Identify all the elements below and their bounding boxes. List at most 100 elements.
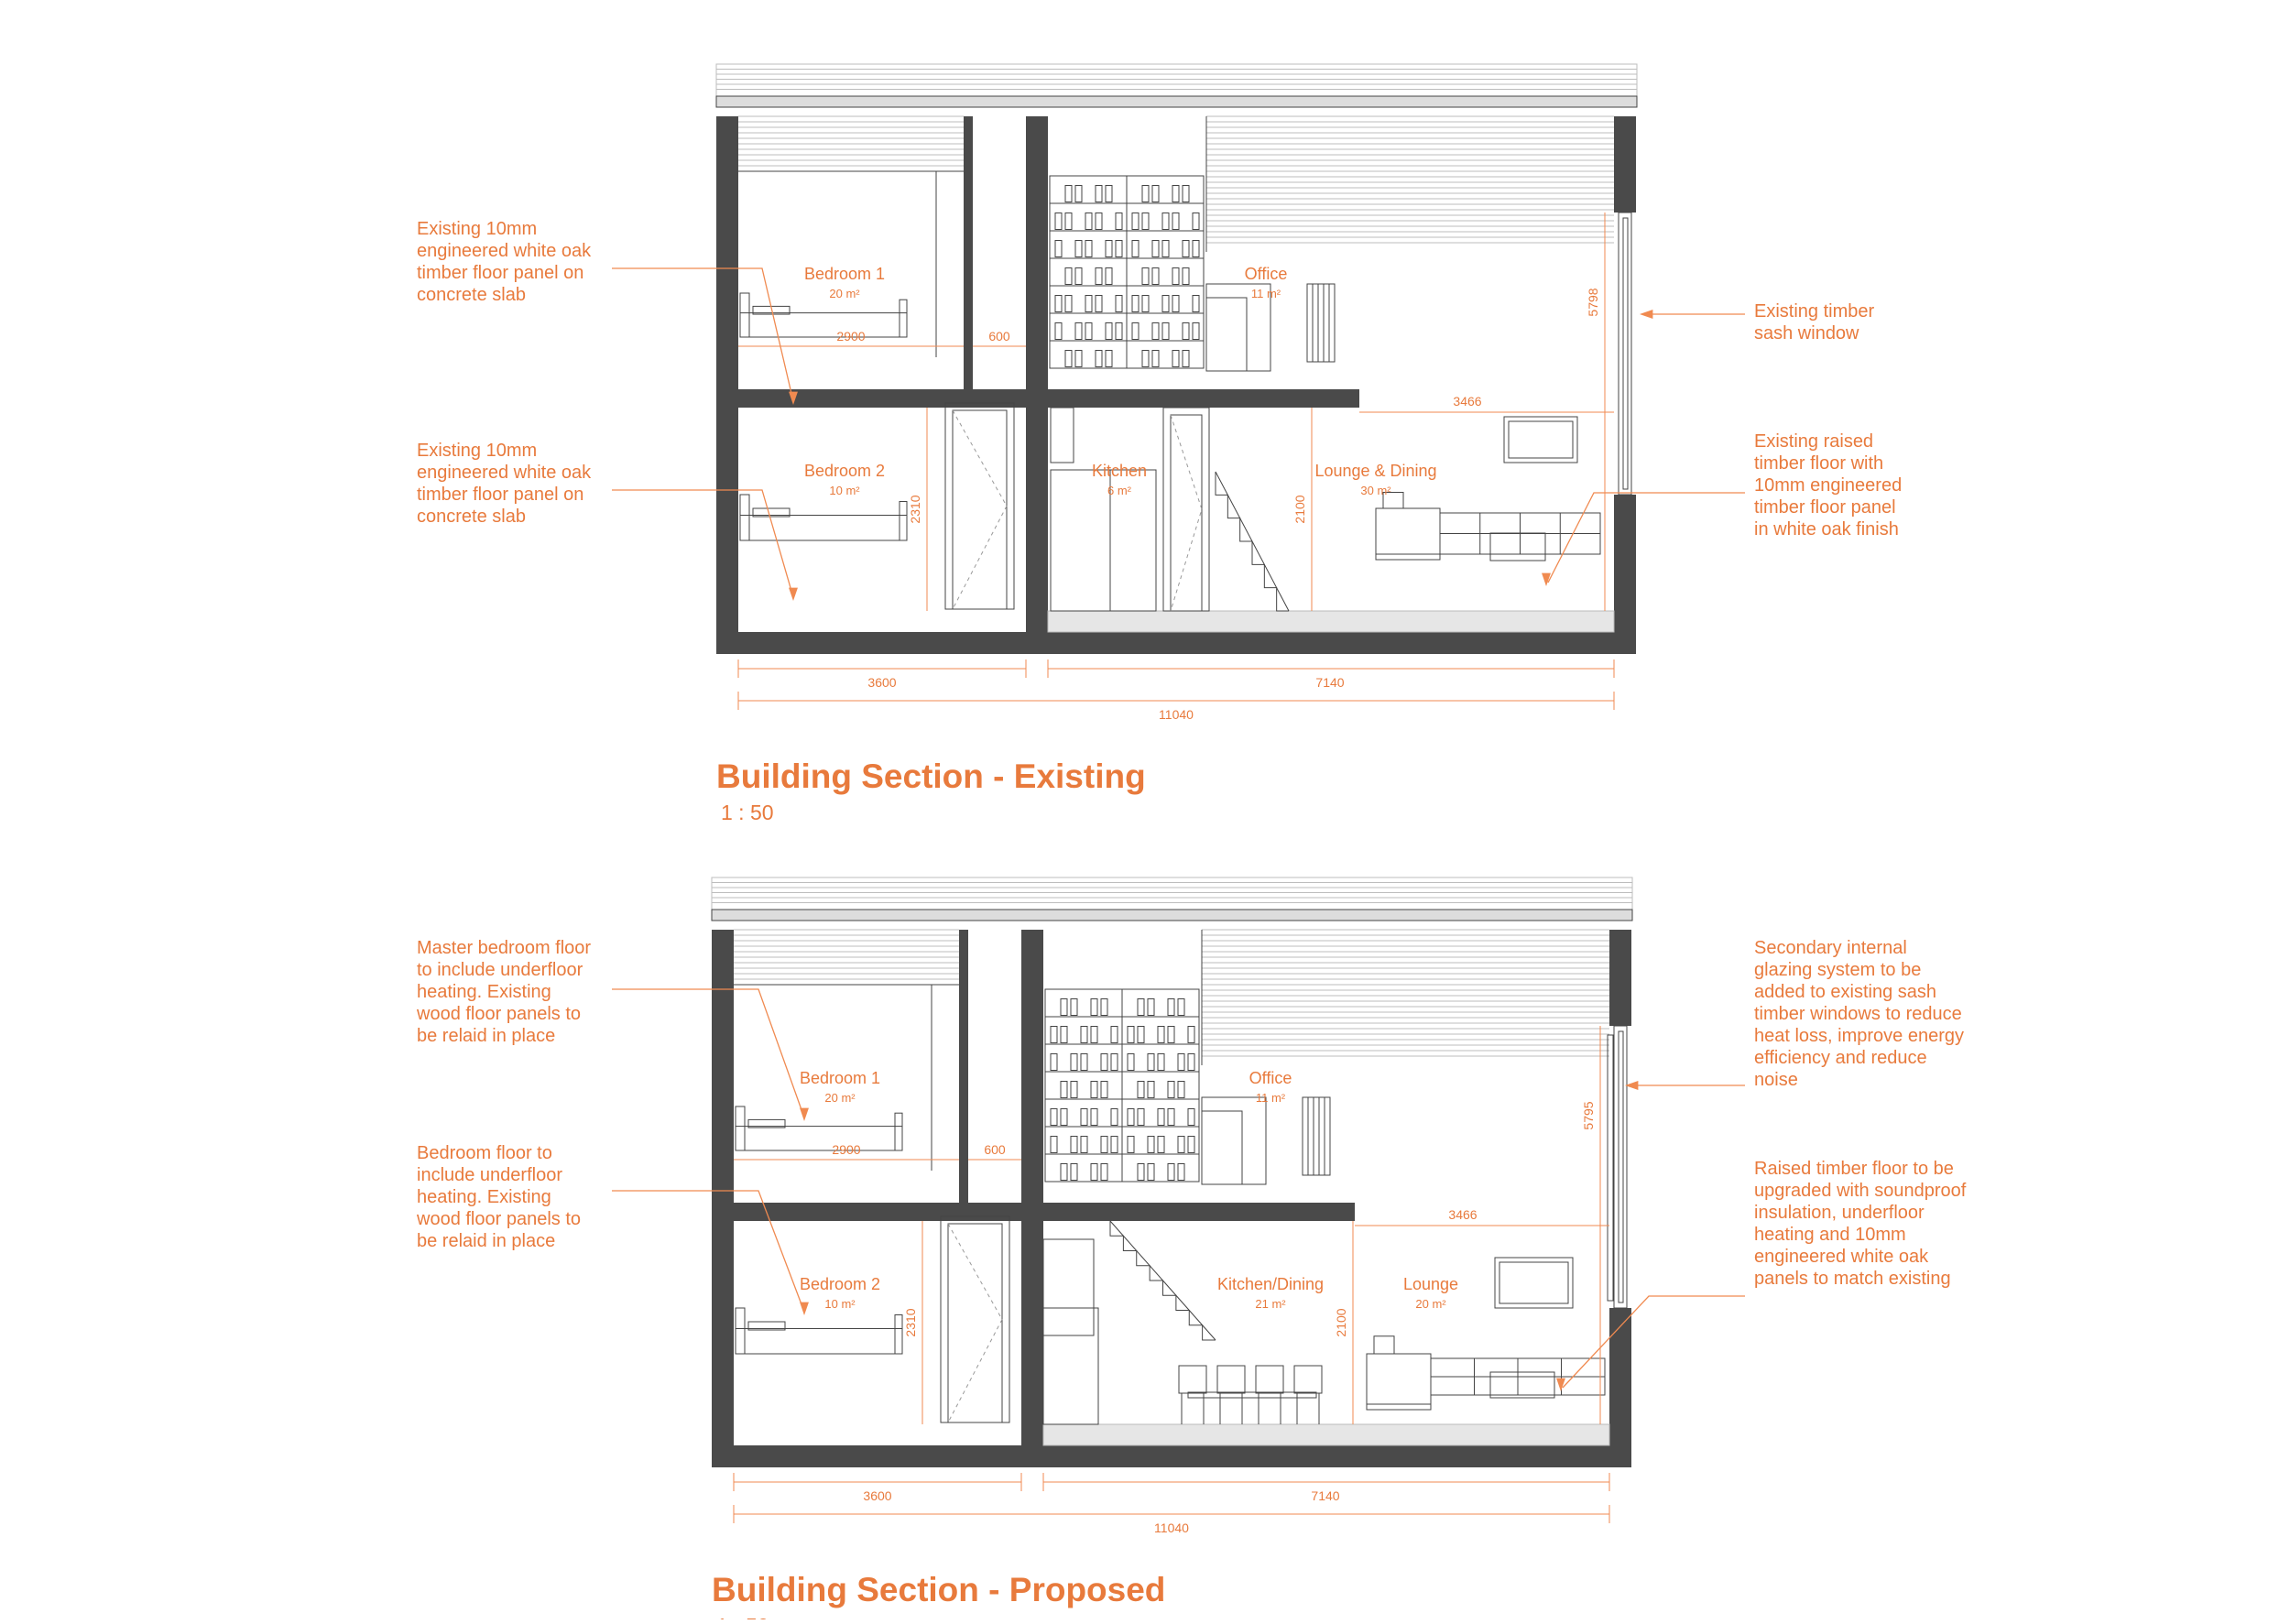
annotation-leader (612, 988, 805, 1118)
book (1064, 185, 1073, 202)
annotation-note-line: be relaid in place (417, 1231, 555, 1251)
dim-label: 5798 (1586, 288, 1600, 316)
bed-pillow (747, 1321, 786, 1331)
leader-arrow (789, 391, 798, 405)
book (1050, 1136, 1058, 1153)
book (1127, 1136, 1135, 1153)
annotation-note-line: timber floor with (1754, 453, 1883, 474)
dim-label: 2100 (1292, 495, 1307, 523)
tv-frame (1503, 416, 1578, 463)
desk (1201, 1096, 1267, 1185)
annotation-note-line: include underfloor (417, 1165, 562, 1185)
annotation-note-line: in white oak finish (1754, 519, 1899, 540)
radiator (1302, 1096, 1331, 1176)
book (1080, 1026, 1088, 1043)
door (940, 1215, 1010, 1423)
book (1050, 1026, 1058, 1043)
stairs-stringer (1215, 471, 1290, 612)
book (1151, 267, 1160, 285)
bed-frame (735, 1126, 903, 1151)
bed-frame (739, 515, 908, 541)
annotation-note-line: heating. Existing (417, 1187, 551, 1207)
book (1095, 185, 1103, 202)
dim-label: 2100 (1334, 1308, 1348, 1336)
book (1187, 1026, 1195, 1043)
book (1177, 1163, 1185, 1181)
book (1147, 1136, 1155, 1153)
book (1074, 322, 1083, 340)
book (1080, 1108, 1088, 1126)
book (1137, 998, 1145, 1016)
bed-pillow (752, 507, 791, 518)
dining-chair (1255, 1365, 1284, 1394)
dim-label: 11040 (1159, 707, 1194, 722)
leader-arrow (1625, 1081, 1639, 1090)
wall-left (716, 116, 738, 652)
tv (1494, 1257, 1574, 1309)
annotation-note-line: Raised timber floor to be (1754, 1159, 1954, 1179)
annotation-note-line: Master bedroom floor (417, 938, 591, 958)
book (1167, 998, 1175, 1016)
bed-footboard (899, 501, 908, 541)
dim-label: 600 (988, 329, 1010, 343)
book (1060, 1081, 1068, 1098)
bed (735, 1106, 903, 1151)
book (1115, 240, 1123, 257)
annotation-note-line: Existing raised (1754, 431, 1873, 452)
book (1172, 185, 1180, 202)
book (1127, 1108, 1135, 1126)
leader-arrow (1542, 572, 1551, 586)
raised-floor-fill (1047, 610, 1615, 633)
book (1147, 1163, 1155, 1181)
coffee-table (1489, 532, 1546, 561)
section-title: Building Section - Proposed (712, 1571, 1165, 1608)
leader-arrow (1556, 1378, 1565, 1391)
desk-drawer (1205, 297, 1248, 372)
stairs-stringer (1109, 1220, 1216, 1341)
book (1080, 1053, 1088, 1071)
annotation-note-line: wood floor panels to (416, 1004, 581, 1024)
annotation-note-line: glazing system to be (1754, 960, 1921, 980)
room-label: Bedroom 2 (804, 462, 885, 480)
book (1060, 1026, 1068, 1043)
book (1147, 998, 1155, 1016)
annotation-note-line: engineered white oak (417, 463, 592, 483)
annotation-leader (612, 1190, 805, 1313)
bed (739, 494, 908, 541)
annotation-note-line: be relaid in place (417, 1026, 555, 1046)
annotation-leader (1562, 1295, 1745, 1389)
room-label: Office (1249, 1069, 1292, 1087)
book (1100, 998, 1108, 1016)
media-unit (1430, 1357, 1606, 1396)
leader-arrow (789, 587, 798, 601)
kitchen-cabinet (1042, 1307, 1099, 1425)
annotation-note-line: timber floor panel on (417, 485, 583, 505)
book (1157, 1108, 1165, 1126)
window-glass (1618, 1030, 1624, 1303)
dim-label: 600 (984, 1142, 1006, 1157)
kitchen-wall-unit (1042, 1238, 1095, 1336)
book (1074, 240, 1083, 257)
room-label: Lounge & Dining (1314, 462, 1436, 480)
partition (964, 116, 973, 391)
book (1080, 1136, 1088, 1153)
door-leaf (947, 1223, 1003, 1423)
book (1141, 350, 1150, 367)
book (1105, 267, 1113, 285)
book (1172, 267, 1180, 285)
book (1074, 185, 1083, 202)
annotation-note-line: timber floor panel (1754, 497, 1896, 518)
book (1127, 1053, 1135, 1071)
book (1161, 213, 1170, 230)
book (1100, 1081, 1108, 1098)
book (1090, 998, 1098, 1016)
dim-label: 2900 (836, 329, 865, 343)
